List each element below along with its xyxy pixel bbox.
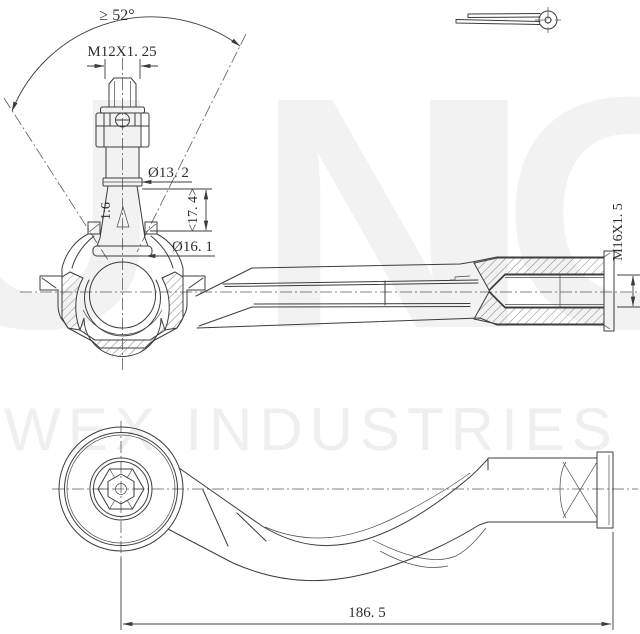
overall-length-dimension: 186. 5 — [120, 532, 614, 630]
swing-angle-label: ≥ 52° — [99, 7, 134, 24]
machined-face-mark — [562, 461, 598, 519]
bottom-view-arm — [167, 458, 489, 582]
boot-clamp-left — [87, 221, 101, 235]
bottom-view-socket — [487, 451, 614, 529]
stud-thread-label: M12X1. 25 — [87, 44, 156, 60]
top-view-ball-stud — [39, 77, 206, 357]
top-view-arm — [195, 256, 498, 329]
taper-dia-label: Ø16. 1 — [172, 239, 213, 255]
stud-dimensions: Ø13. 2 <17. 4> Ø16. 1 1:6 — [99, 165, 215, 259]
swing-angle-dimension: ≥ 52° — [11, 7, 241, 112]
overall-length-label: 186. 5 — [348, 605, 386, 621]
socket-thread-label: M16X1. 5 — [611, 203, 626, 261]
cotter-pin — [455, 7, 561, 33]
stud-neck-dia-label: Ø13. 2 — [148, 165, 189, 181]
taper-ratio-label: 1:6 — [99, 202, 114, 220]
socket-thread-dimension: M16X1. 5 — [611, 203, 640, 308]
taper-symbol — [116, 205, 130, 228]
bottom-view-boss — [58, 426, 184, 552]
taper-length-label: <17. 4> — [186, 188, 201, 232]
boot-clamp-right — [144, 221, 158, 235]
castle-nut-top — [97, 468, 145, 510]
stud-thread-dimension: M12X1. 25 — [87, 44, 158, 79]
top-view-socket — [473, 250, 615, 332]
ball-pivot — [89, 261, 156, 329]
